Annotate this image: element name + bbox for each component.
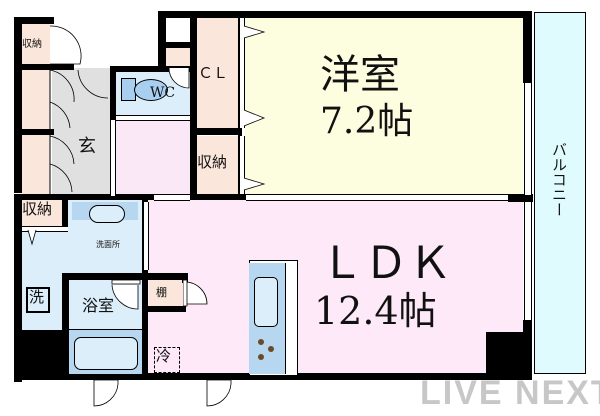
wall-bottom: [14, 373, 532, 380]
ldk-size: 12.4帖: [314, 289, 437, 333]
fridge-space: [154, 347, 180, 373]
wall-shelf-right: [182, 273, 188, 283]
storage-door-panel[interactable]: [240, 136, 245, 194]
storage-mid-label: 収納: [197, 153, 228, 171]
wall-middle-east: [508, 194, 533, 202]
wall-left: [14, 17, 22, 193]
hallway: [116, 120, 191, 196]
stove-burner-3-icon: [258, 354, 264, 360]
wall-entry-divider-1: [14, 64, 74, 70]
wall-storage-left-right: [62, 200, 68, 228]
shelf-area: [149, 280, 183, 308]
storage-left-door-icon: [27, 230, 37, 246]
entrance-area: [52, 68, 112, 196]
wall-wc-left: [110, 66, 116, 120]
kitchen-sink-icon: [254, 277, 278, 327]
sink-basin-icon: [89, 205, 125, 223]
small-storage-top: [163, 48, 191, 70]
wc-door-swing-icon: [168, 67, 190, 89]
watermark: LIVE NEXT: [420, 374, 600, 412]
stove-burner-2-icon: [268, 346, 274, 352]
sliding-door-west-ldk[interactable]: [246, 194, 508, 201]
bathroom-label: 浴室: [82, 296, 115, 315]
sliding-door-washroom[interactable]: [143, 202, 149, 270]
toilet-bowl-icon: [134, 79, 168, 101]
bottom-door-swing-right-icon: [206, 379, 232, 407]
storage-left-fill: [22, 200, 62, 226]
washer-label: 洗: [29, 288, 45, 306]
closet-area: [197, 18, 239, 130]
wall-lower-left-block: [14, 330, 69, 380]
sliding-door-hall[interactable]: [154, 194, 190, 201]
storage-left-label: 収納: [22, 200, 53, 218]
corner-column: [486, 332, 532, 380]
balcony-area-lower: [534, 189, 586, 374]
wc-label: WC: [150, 85, 176, 101]
wall-middle-horizontal-right: [190, 194, 246, 200]
sliding-door-wc[interactable]: [116, 115, 190, 121]
shelf-label: 棚: [156, 286, 167, 299]
wall-storage-left-bottom: [22, 226, 68, 232]
storage-top-left: [22, 24, 50, 66]
western-room-size: 7.2帖: [320, 101, 414, 142]
washroom-label: 洗面所: [96, 240, 120, 249]
wall-notch-horizontal: [158, 42, 194, 48]
bottom-door-swing-left-icon: [93, 379, 119, 407]
western-room-name: 洋室: [320, 52, 400, 98]
hall-partition: [110, 120, 116, 196]
wall-entry-divider-2: [14, 129, 54, 135]
balcony-label: バルコニー: [550, 142, 568, 217]
storage-top-left-label: 収納: [22, 39, 42, 50]
fridge-label: 冷: [156, 347, 172, 365]
wall-left-lower: [14, 196, 22, 382]
window-ldk: [524, 202, 532, 320]
entrance-door-swings-icon: [49, 25, 109, 194]
ldk-name: ＬＤＫ: [320, 238, 452, 289]
wall-cl-left: [190, 11, 197, 198]
wall-washroom-ldk: [142, 200, 148, 380]
shelf-door-swing-icon: [183, 280, 208, 307]
closet-door-panel[interactable]: [240, 18, 245, 128]
wall-top-notch-left: [158, 11, 166, 71]
wall-top-left: [14, 17, 54, 24]
ldk-area: [147, 200, 523, 375]
balcony-area: [534, 12, 586, 190]
wall-shelf-bottom: [142, 306, 186, 312]
wall-wc-top: [110, 66, 194, 72]
wall-cl-storage-divider: [190, 128, 240, 135]
storage-mid-area: [197, 136, 239, 194]
entrance-shoe-storage-2: [22, 135, 50, 195]
wall-top-main: [158, 11, 530, 18]
entrance-label: 玄: [78, 136, 96, 157]
window-west-room: [524, 83, 532, 195]
bathroom-door-swing-icon: [111, 279, 141, 310]
bathtub-icon: [74, 337, 138, 370]
wall-right-top: [523, 11, 532, 83]
closet-door-swings-icon: [243, 25, 266, 191]
wall-middle-horizontal: [14, 194, 154, 200]
closet-label: ＣＬ: [198, 64, 229, 82]
western-room-area: [245, 18, 523, 194]
stove-burner-1-icon: [258, 339, 264, 345]
wall-bath-left: [62, 273, 69, 335]
entrance-shoe-storage-1: [22, 70, 50, 130]
wall-bath-top: [62, 273, 182, 280]
washer-icon: [26, 287, 50, 313]
